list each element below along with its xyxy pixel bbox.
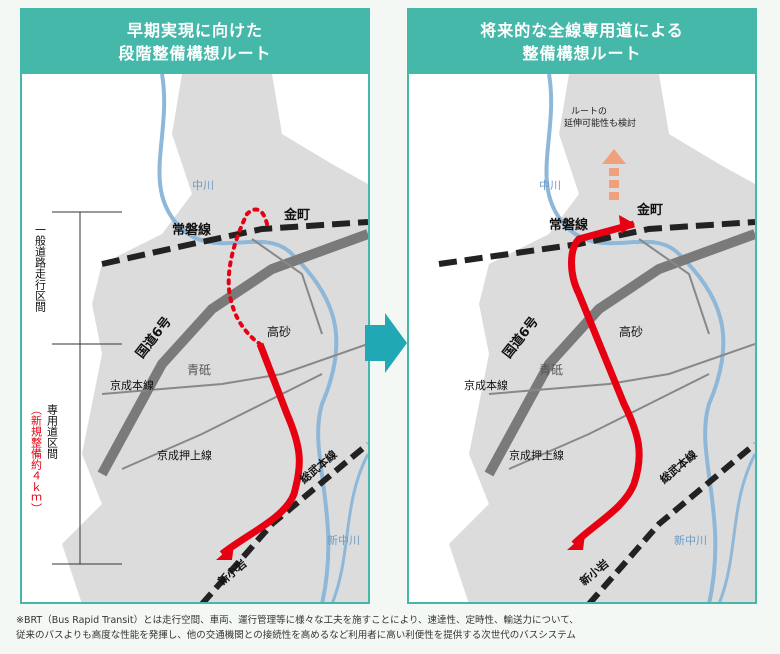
label-keisei-oshiage: 京成押上線 bbox=[157, 448, 212, 462]
land-area bbox=[449, 74, 755, 602]
right-panel: 将来的な全線専用道による 整備構想ルート ルートの 延伸可能性も検討 常磐線 金… bbox=[407, 8, 757, 604]
shin-nakagawa-river bbox=[331, 453, 368, 602]
sobu-line bbox=[586, 441, 755, 602]
route-arrowhead bbox=[619, 215, 635, 234]
transition-arrow-icon bbox=[365, 313, 407, 373]
route-arrowhead bbox=[567, 534, 585, 550]
nakagawa-river bbox=[157, 74, 339, 602]
right-panel-title: 将来的な全線専用道による 整備構想ルート bbox=[409, 10, 755, 74]
label-aoto: 青砥 bbox=[539, 363, 563, 377]
label-keisei-oshiage: 京成押上線 bbox=[509, 448, 564, 462]
shin-nakagawa-river bbox=[718, 453, 755, 602]
extension-note-line1: ルートの bbox=[571, 107, 607, 117]
route-arrowhead bbox=[216, 544, 234, 560]
route6-road bbox=[484, 229, 755, 477]
extension-note: ルートの 延伸可能性も検討 bbox=[564, 107, 636, 129]
label-segment-dedicated: 専用道区間 bbox=[46, 404, 59, 460]
label-joban-line: 常磐線 bbox=[172, 222, 212, 238]
label-takasago: 高砂 bbox=[619, 324, 643, 339]
route6-road bbox=[97, 229, 368, 477]
land-area bbox=[62, 74, 368, 602]
minor-road bbox=[508, 373, 710, 470]
right-map: ルートの 延伸可能性も検討 常磐線 金町 高砂 青砥 京成本線 京成押上線 国道… bbox=[438, 74, 755, 602]
minor-road bbox=[488, 343, 755, 395]
footnote-line1: ※BRT（Bus Rapid Transit）とは走行空間、車両、運行管理等に様… bbox=[16, 615, 579, 626]
footnote-line2: 従来のバスよりも高度な性能を発揮し、他の交通機関との接続性を高めるなど利用者に高… bbox=[16, 630, 576, 641]
label-segment-new: （新規整備約４ｋｍ） bbox=[30, 404, 43, 514]
extension-arrow-icon bbox=[602, 149, 626, 200]
minor-road bbox=[251, 238, 323, 335]
brt-route-general bbox=[226, 207, 269, 346]
label-segment-general: 一般道路走行区間 bbox=[34, 224, 47, 313]
left-map: 常磐線 金町 高砂 青砥 京成本線 京成押上線 国道6号 中川 新中川 総武本線… bbox=[30, 74, 368, 602]
extension-note-line2: 延伸可能性も検討 bbox=[564, 117, 636, 129]
label-kanamachi: 金町 bbox=[283, 207, 310, 223]
label-takasago: 高砂 bbox=[267, 324, 291, 339]
minor-road bbox=[101, 343, 368, 395]
joban-line bbox=[438, 219, 755, 267]
label-keisei-main: 京成本線 bbox=[110, 378, 154, 392]
label-nakagawa: 中川 bbox=[539, 179, 561, 192]
joban-line bbox=[101, 219, 368, 267]
label-kanamachi: 金町 bbox=[636, 202, 663, 218]
label-shin-nakagawa: 新中川 bbox=[674, 533, 707, 547]
label-keisei-main: 京成本線 bbox=[464, 378, 508, 392]
nakagawa-river bbox=[544, 74, 726, 602]
brt-route-full bbox=[568, 220, 643, 547]
minor-road bbox=[121, 373, 323, 470]
label-joban-line: 常磐線 bbox=[549, 217, 589, 233]
label-aoto: 青砥 bbox=[187, 363, 211, 377]
left-panel-title: 早期実現に向けた 段階整備構想ルート bbox=[22, 10, 368, 74]
minor-road bbox=[638, 238, 710, 335]
footnote: ※BRT（Bus Rapid Transit）とは走行空間、車両、運行管理等に様… bbox=[16, 613, 766, 643]
left-panel: 早期実現に向けた 段階整備構想ルート 常磐線 金町 高砂 青砥 京成本線 京成押… bbox=[20, 8, 370, 604]
brt-route-dedicated bbox=[219, 342, 303, 557]
label-nakagawa: 中川 bbox=[192, 179, 214, 192]
label-shin-nakagawa: 新中川 bbox=[327, 533, 360, 547]
